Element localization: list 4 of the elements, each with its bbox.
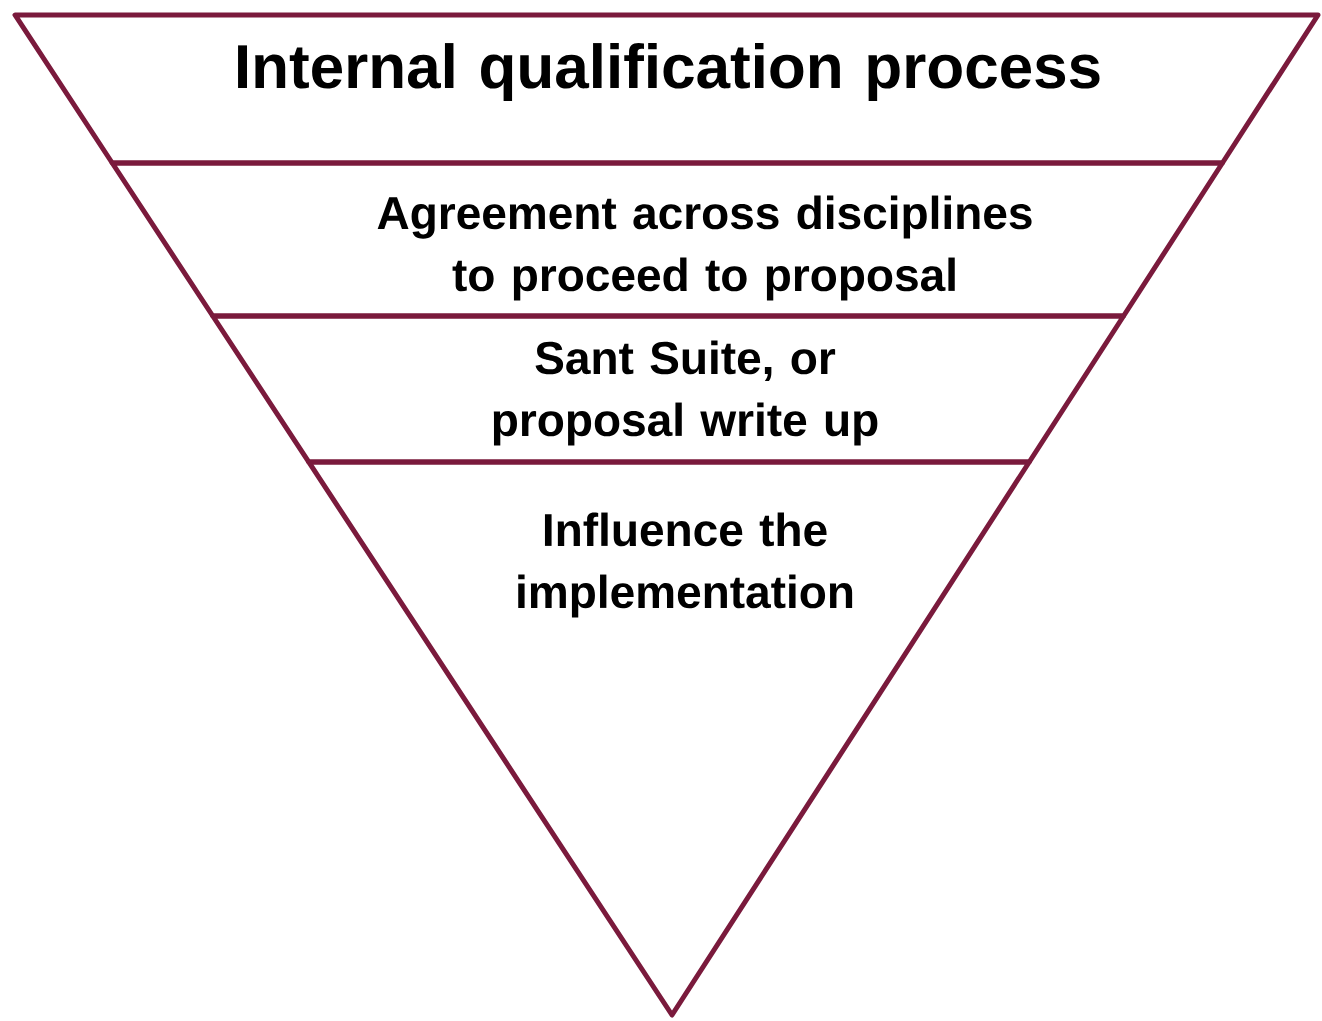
funnel-band: Internal qualification process	[12, 12, 1321, 166]
funnel-band: Influence the implementation	[306, 459, 1032, 1018]
funnel-band: Sant Suite, or proposal write up	[210, 313, 1127, 465]
funnel-band: Agreement across disciplines to proceed to proposal	[109, 160, 1225, 319]
